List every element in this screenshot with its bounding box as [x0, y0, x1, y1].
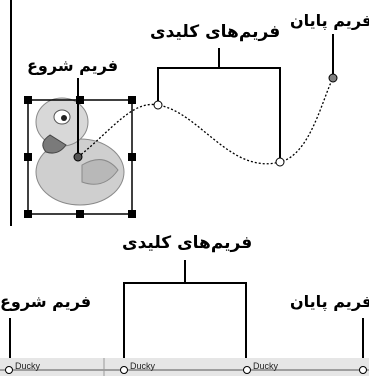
- timeline-start-keyframe[interactable]: [5, 366, 13, 374]
- start-point: [73, 152, 83, 162]
- timeline-frame-name: Ducky: [130, 361, 156, 371]
- timeline-bar: [0, 358, 369, 376]
- keyframes-label: فریم‌های کلیدی: [150, 22, 281, 42]
- timeline-keyframe[interactable]: [243, 366, 251, 374]
- motion-path-panel: [10, 0, 369, 226]
- timeline-keyframes-label: فریم‌های کلیدی: [122, 233, 253, 253]
- end-frame-label: فریم پایان: [290, 11, 369, 30]
- timeline-end-keyframe[interactable]: [359, 366, 367, 374]
- timeline-start-label: فریم شروع: [0, 292, 92, 311]
- timeline-end-label: فریم پایان: [290, 292, 369, 311]
- keyframe-point: [153, 100, 163, 110]
- start-frame-label: فریم شروع: [27, 56, 119, 75]
- timeline-frame-name: Ducky: [15, 361, 41, 371]
- motion-path: [77, 77, 334, 165]
- timeline-keyframe[interactable]: [120, 366, 128, 374]
- duck-image: [35, 97, 125, 206]
- timeline-frame-name: Ducky: [253, 361, 279, 371]
- keyframe-point: [275, 157, 285, 167]
- selection-box: [24, 96, 136, 218]
- end-point: [328, 73, 338, 83]
